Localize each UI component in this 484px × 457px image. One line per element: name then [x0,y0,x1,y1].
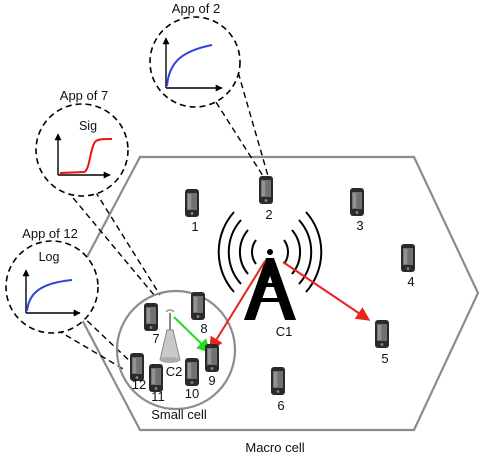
svg-text:9: 9 [208,373,215,388]
macro-tower-mast [244,249,296,320]
svg-text:2: 2 [265,207,272,222]
svg-text:7: 7 [152,331,159,346]
user-2: 2 [259,176,273,222]
svg-text:12: 12 [132,377,146,392]
svg-text:5: 5 [381,351,388,366]
svg-text:11: 11 [151,389,165,404]
app-of-2-curve [166,44,213,87]
svg-text:10: 10 [185,386,199,401]
user-5: 5 [375,320,389,366]
svg-text:1: 1 [191,219,198,234]
app-of-12-title: App of 12 [22,226,78,241]
link-c1-to-user5 [282,261,371,321]
small-cell-boundary [115,289,237,411]
app-of-7-title: App of 7 [60,88,108,103]
macro-tower-icon [217,211,323,293]
c1-label: C1 [276,324,293,339]
svg-text:4: 4 [407,274,414,289]
link-c2-to-user9 [173,316,212,353]
svg-text:3: 3 [356,218,363,233]
c2-label: C2 [166,364,183,379]
user-9: 9 [205,344,219,388]
user-3: 3 [350,188,364,233]
user-12: 12 [130,353,146,392]
link-c1-to-user9 [209,260,266,352]
small-base-station-icon [159,309,181,363]
user-4: 4 [401,244,415,289]
app-of-7-sig-label: Sig [79,119,97,133]
user-7: 7 [144,303,160,346]
app-of-12-curve [26,279,73,312]
user-1: 1 [185,189,199,234]
user-10: 10 [185,358,199,401]
user-8: 8 [191,292,208,336]
user-11: 11 [149,364,165,404]
app-of-2-bubble [149,16,241,108]
macro-cell-label: Macro cell [245,440,304,455]
app-of-12-bubble [5,240,99,334]
svg-text:8: 8 [200,321,207,336]
user-6: 6 [271,367,285,413]
app-of-12-log-label: Log [39,250,60,264]
small-cell-label: Small cell [151,407,207,422]
svg-text:6: 6 [277,398,284,413]
app-of-2-title: App of 2 [172,1,220,16]
app-of-7-bubble [35,103,129,197]
app-of-7-curve [59,138,113,174]
